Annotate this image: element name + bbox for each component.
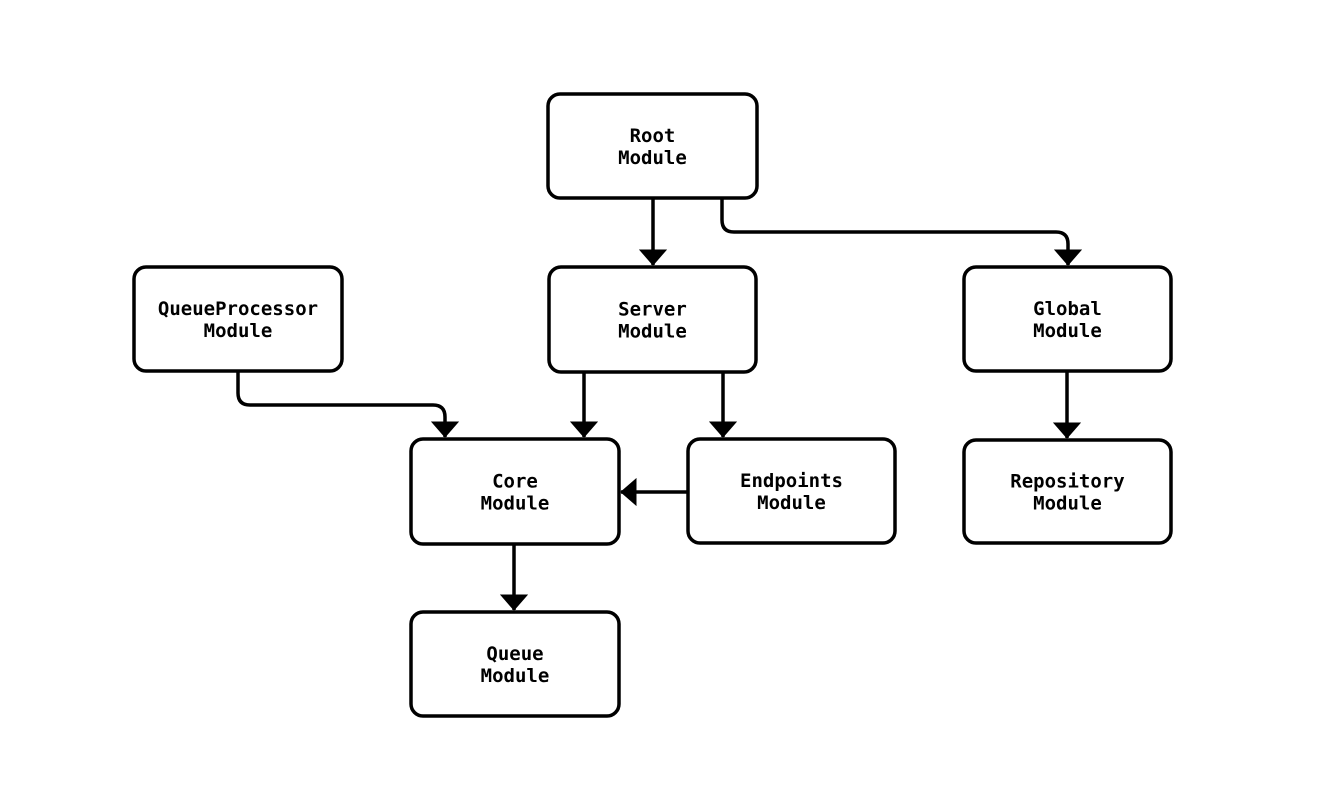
node-queue-label-line-1: Module xyxy=(481,665,550,687)
edge-root-to-global xyxy=(720,198,1068,265)
node-core-box xyxy=(409,437,621,546)
node-repository-label-line-1: Module xyxy=(1033,493,1102,515)
node-core-label-line-1: Module xyxy=(481,493,550,515)
node-global-label-line-1: Module xyxy=(1033,320,1102,342)
node-root-label-line-1: Module xyxy=(618,147,687,169)
node-queueprocessor-label-line-1: Module xyxy=(204,320,273,342)
node-queue-label-line-0: Queue xyxy=(486,643,543,665)
node-repository-box xyxy=(962,438,1173,545)
node-queue-box xyxy=(409,610,621,718)
node-global-box xyxy=(962,265,1173,373)
node-queueprocessor-box xyxy=(132,265,344,373)
node-queueprocessor-label-line-0: QueueProcessor xyxy=(158,298,318,320)
node-core-label-line-0: Core xyxy=(492,471,538,493)
node-endpoints-label-line-1: Module xyxy=(757,492,826,514)
node-global-label-line-0: Global xyxy=(1033,298,1102,320)
edge-queueprocessor-to-core xyxy=(236,371,445,437)
node-repository-label-line-0: Repository xyxy=(1010,471,1124,493)
node-server-box xyxy=(547,265,758,374)
node-endpoints-label-line-0: Endpoints xyxy=(740,470,843,492)
node-endpoints-box xyxy=(686,437,897,545)
node-root-label-line-0: Root xyxy=(630,125,676,147)
node-server-label-line-1: Module xyxy=(618,321,687,343)
edges xyxy=(236,198,1068,610)
node-server-label-line-0: Server xyxy=(618,299,687,321)
node-root-box xyxy=(546,92,759,200)
